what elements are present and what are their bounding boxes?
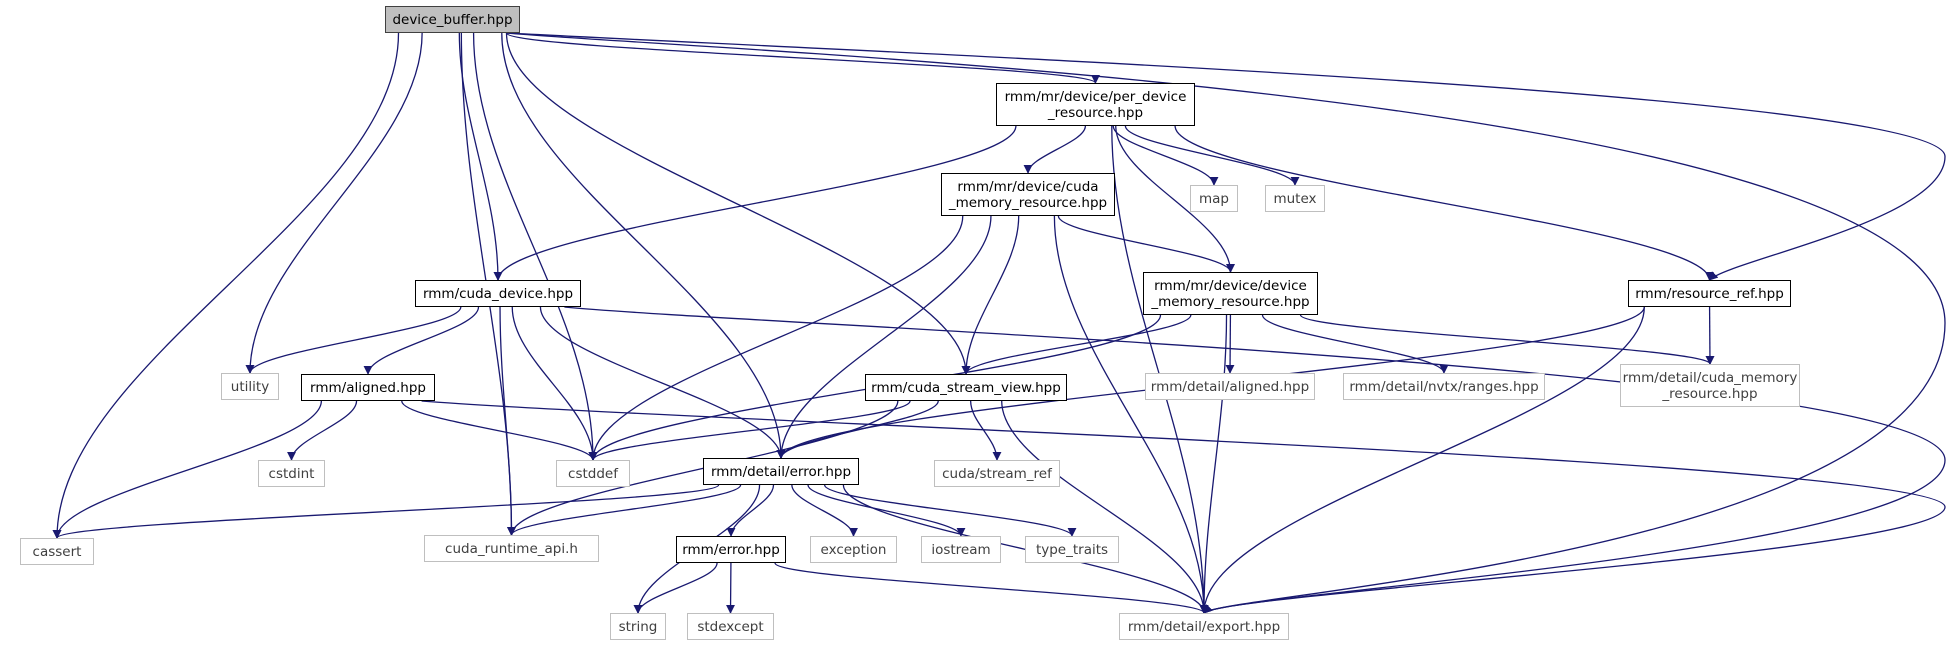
- edge-cuda-mr-to-device-mr: [1057, 215, 1235, 273]
- node-cuda-device[interactable]: rmm/cuda_device.hpp: [415, 280, 581, 307]
- edge-device-mr-to-cuda-memory-resource: [1299, 314, 1715, 365]
- edge-device-buffer-to-resource-ref: [506, 32, 1946, 281]
- node-mutex: mutex: [1265, 185, 1325, 212]
- edge-cuda-mr-to-error-detail: [776, 215, 992, 459]
- node-resource-ref[interactable]: rmm/resource_ref.hpp: [1628, 280, 1791, 307]
- node-type-traits: type_traits: [1025, 536, 1119, 563]
- edge-error-detail-to-type-traits: [824, 484, 1077, 537]
- edge-rmm-error-to-string: [633, 562, 718, 614]
- node-error-detail[interactable]: rmm/detail/error.hpp: [703, 458, 859, 485]
- edge-device-buffer-to-cuda-stream-view: [505, 32, 971, 375]
- edge-per-device-to-map: [1112, 125, 1219, 186]
- node-nvtx: rmm/detail/nvtx/ranges.hpp: [1343, 373, 1545, 400]
- node-device-buffer: device_buffer.hpp: [385, 6, 520, 33]
- node-iostream: iostream: [921, 536, 1001, 563]
- edge-cuda-stream-view-to-export: [1001, 400, 1209, 614]
- node-cuda-stream-view[interactable]: rmm/cuda_stream_view.hpp: [865, 374, 1067, 401]
- edge-per-device-to-cuda-device: [493, 125, 1017, 281]
- node-detail-aligned: rmm/detail/aligned.hpp: [1145, 373, 1315, 400]
- edge-device-buffer-to-cassert: [52, 32, 400, 539]
- edge-error-detail-to-export: [842, 484, 1209, 614]
- edge-cuda-stream-view-to-stream-ref: [970, 400, 1002, 461]
- node-export: rmm/detail/export.hpp: [1119, 613, 1289, 640]
- node-cuda-runtime: cuda_runtime_api.h: [424, 535, 599, 562]
- edge-aligned-to-cstdint: [287, 400, 358, 461]
- edge-cuda-device-to-aligned: [363, 306, 480, 375]
- edge-per-device-to-device-mr: [1115, 125, 1235, 273]
- node-cassert: cassert: [20, 538, 94, 565]
- node-rmm-error[interactable]: rmm/error.hpp: [676, 536, 786, 563]
- edge-device-buffer-to-utility: [245, 32, 423, 374]
- edge-device-buffer-to-cuda-device: [458, 32, 503, 281]
- edge-per-device-to-export: [1111, 125, 1209, 614]
- edge-per-device-to-mutex: [1124, 125, 1300, 186]
- edge-per-device-to-cuda-mr: [1023, 125, 1087, 174]
- edge-device-mr-to-nvtx: [1261, 314, 1449, 374]
- node-aligned[interactable]: rmm/aligned.hpp: [301, 374, 435, 401]
- edge-cuda-device-to-error-detail: [539, 306, 786, 459]
- edge-error-detail-to-iostream: [807, 484, 966, 537]
- edge-aligned-to-cstddef: [401, 400, 598, 461]
- node-utility: utility: [221, 373, 279, 400]
- edge-cuda-mr-to-export: [1053, 215, 1209, 614]
- edge-cuda-device-to-cstddef: [511, 306, 598, 461]
- edge-per-device-to-resource-ref: [1174, 125, 1714, 281]
- edge-cuda-device-to-utility: [245, 306, 462, 374]
- node-cstddef: cstddef: [556, 460, 630, 487]
- edge-cuda-mr-to-cstddef: [588, 215, 964, 461]
- edge-cuda-device-to-export: [564, 306, 1946, 614]
- edge-cuda-stream-view-to-error-detail: [776, 400, 939, 459]
- node-map: map: [1190, 185, 1238, 212]
- edge-device-buffer-to-export: [506, 32, 1946, 614]
- node-device-mr[interactable]: rmm/mr/device/device _memory_resource.hp…: [1143, 272, 1318, 315]
- edge-error-detail-to-cassert: [52, 484, 720, 539]
- node-cstdint: cstdint: [258, 460, 325, 487]
- edge-rmm-error-to-export: [774, 562, 1209, 614]
- node-cuda-memory-resource: rmm/detail/cuda_memory _resource.hpp: [1620, 364, 1800, 407]
- edge-aligned-to-cassert: [52, 400, 322, 539]
- edge-resource-ref-to-export: [1199, 306, 1645, 614]
- edge-error-detail-to-cuda-runtime: [507, 484, 742, 536]
- edge-error-detail-to-rmm-error: [726, 484, 775, 537]
- node-cuda-mr[interactable]: rmm/mr/device/cuda _memory_resource.hpp: [941, 173, 1115, 216]
- node-string: string: [610, 613, 666, 640]
- node-exception: exception: [810, 536, 897, 563]
- edge-device-buffer-to-per-device: [505, 32, 1100, 84]
- edge-cuda-stream-view-to-cstddef: [588, 400, 911, 461]
- edge-cuda-mr-to-cuda-stream-view: [961, 215, 1020, 375]
- edge-error-detail-to-exception: [791, 484, 858, 537]
- edge-device-mr-to-cuda-stream-view: [961, 314, 1192, 375]
- node-stdexcept: stdexcept: [687, 613, 774, 640]
- node-per-device[interactable]: rmm/mr/device/per_device _resource.hpp: [996, 83, 1195, 126]
- edge-device-buffer-to-error-detail: [501, 32, 786, 459]
- edge-device-buffer-to-cstddef: [472, 32, 598, 461]
- edge-device-mr-to-export: [1199, 314, 1228, 614]
- node-stream-ref: cuda/stream_ref: [934, 460, 1060, 487]
- edge-cuda-device-to-cuda-runtime: [499, 306, 516, 536]
